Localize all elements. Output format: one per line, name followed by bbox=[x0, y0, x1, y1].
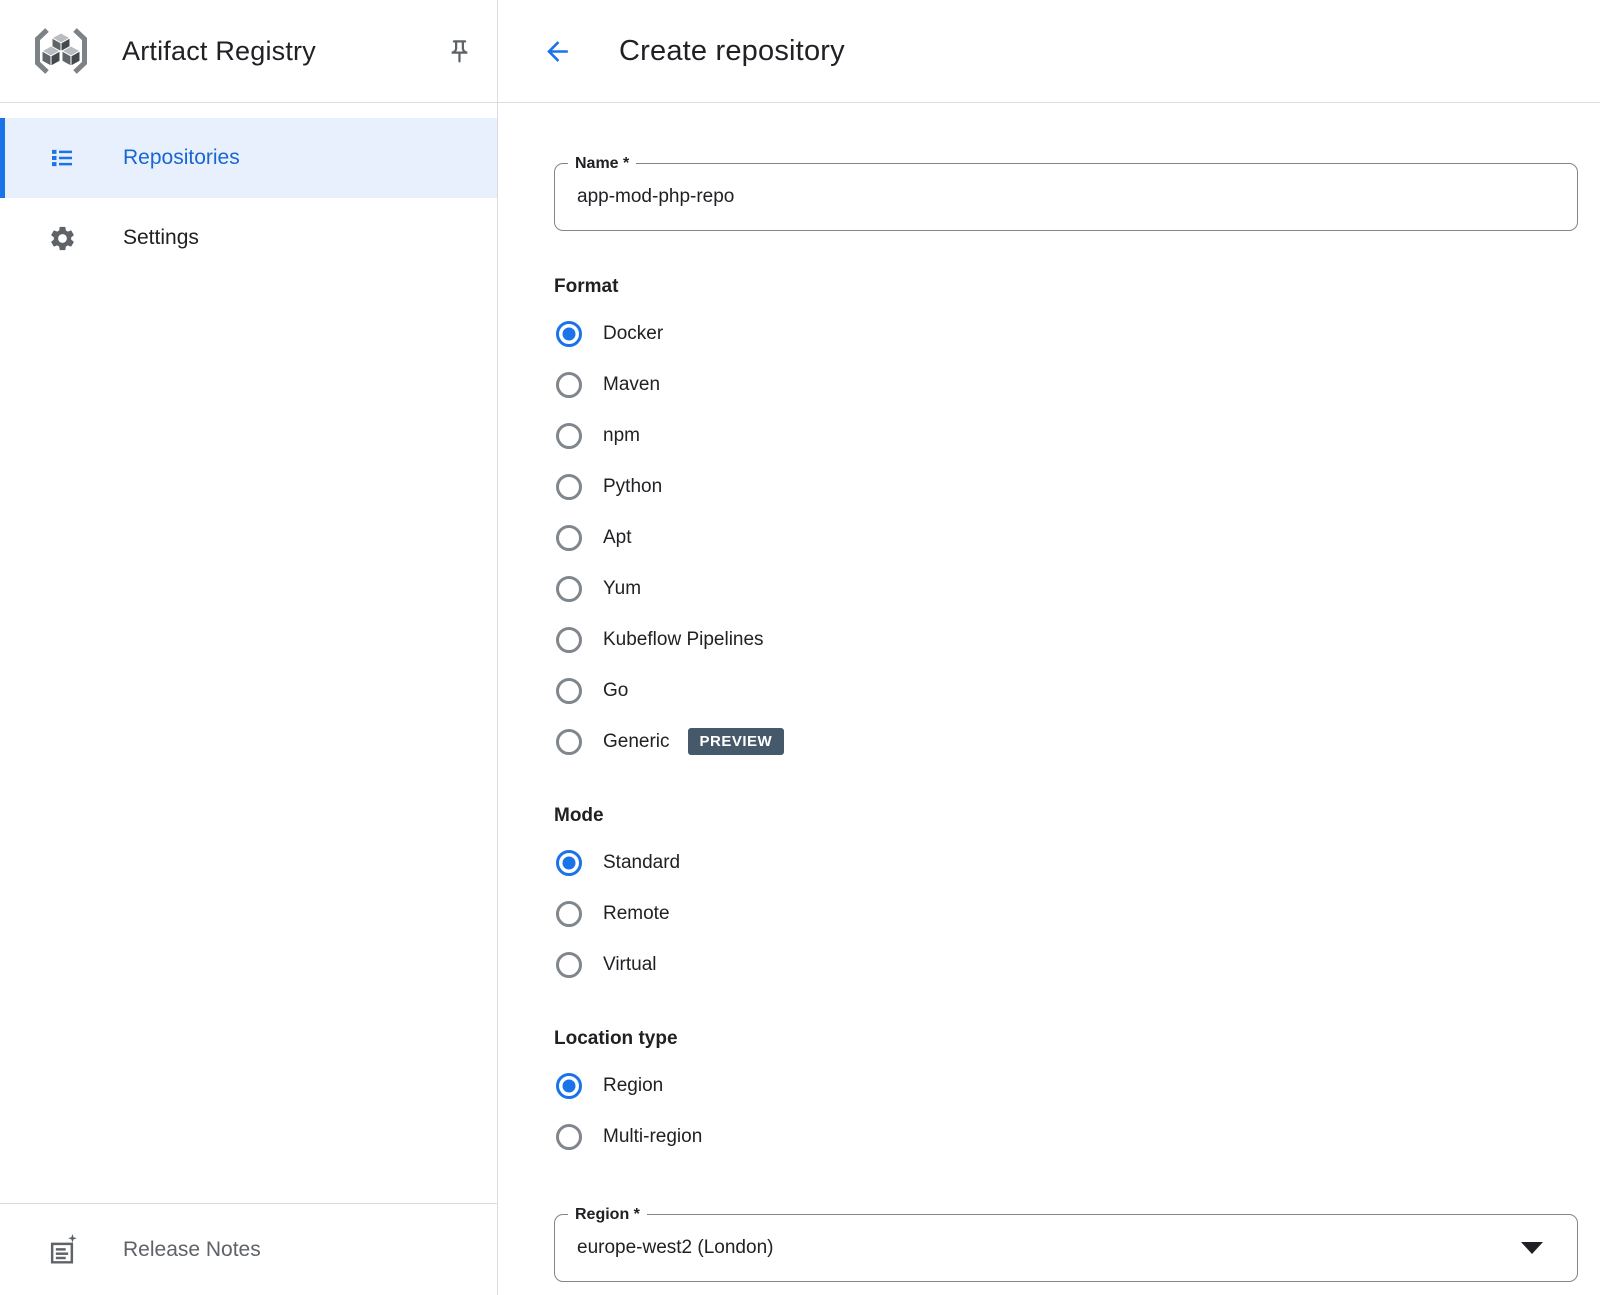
name-field-value: app-mod-php-repo bbox=[577, 186, 735, 207]
sidebar-item-label: Settings bbox=[123, 226, 199, 249]
sidebar-header: Artifact Registry bbox=[0, 0, 497, 103]
sidebar-item-settings[interactable]: Settings bbox=[0, 198, 497, 278]
radio-label: Apt bbox=[603, 526, 632, 548]
sidebar-item-repositories[interactable]: Repositories bbox=[0, 118, 497, 198]
radio-unselected-icon[interactable] bbox=[556, 1123, 582, 1150]
radio-unselected-icon[interactable] bbox=[556, 371, 582, 398]
radio-label: Region bbox=[603, 1074, 664, 1096]
location-type-section-label: Location type bbox=[554, 1028, 678, 1049]
radio-label: Python bbox=[603, 475, 663, 497]
sidebar: Artifact Registry Repositories bbox=[0, 0, 498, 1295]
radio-label: Docker bbox=[603, 322, 664, 344]
radio-selected-icon[interactable] bbox=[556, 849, 582, 876]
sidebar-item-label: Repositories bbox=[123, 146, 240, 169]
region-field-value: europe-west2 (London) bbox=[577, 1237, 774, 1258]
mode-option-standard[interactable]: Standard bbox=[554, 837, 1578, 888]
pin-icon[interactable] bbox=[446, 38, 473, 65]
list-icon bbox=[46, 143, 78, 173]
mode-option-virtual[interactable]: Virtual bbox=[554, 939, 1578, 990]
radio-unselected-icon[interactable] bbox=[556, 575, 582, 602]
radio-label: Yum bbox=[603, 577, 642, 599]
name-field-label: Name * bbox=[568, 153, 637, 174]
format-option-maven[interactable]: Maven bbox=[554, 359, 1578, 410]
radio-unselected-icon[interactable] bbox=[556, 524, 582, 551]
radio-unselected-icon[interactable] bbox=[556, 626, 582, 653]
location-option-region[interactable]: Region bbox=[554, 1060, 1578, 1111]
region-field-label: Region * bbox=[568, 1204, 647, 1225]
region-select[interactable]: Region * europe-west2 (London) bbox=[554, 1204, 1578, 1282]
radio-unselected-icon[interactable] bbox=[556, 677, 582, 704]
radio-selected-icon[interactable] bbox=[556, 1072, 582, 1099]
location-type-section: Location type Region Multi-region bbox=[554, 1028, 1578, 1162]
radio-unselected-icon[interactable] bbox=[556, 951, 582, 978]
radio-unselected-icon[interactable] bbox=[556, 728, 582, 755]
mode-option-remote[interactable]: Remote bbox=[554, 888, 1578, 939]
mode-section: Mode Standard Remote Virtual bbox=[554, 805, 1578, 990]
radio-label: Multi-region bbox=[603, 1125, 703, 1147]
radio-selected-icon[interactable] bbox=[556, 320, 582, 347]
radio-unselected-icon[interactable] bbox=[556, 900, 582, 927]
name-field[interactable]: Name * app-mod-php-repo bbox=[554, 153, 1578, 231]
main-panel: Create repository Name * app-mod-php-rep… bbox=[498, 0, 1600, 1295]
radio-label: Maven bbox=[603, 373, 661, 395]
sidebar-footer: Release Notes bbox=[0, 1203, 497, 1295]
mode-section-label: Mode bbox=[554, 805, 604, 826]
back-arrow-icon[interactable] bbox=[542, 36, 573, 67]
sidebar-nav: Repositories Settings bbox=[0, 103, 497, 278]
format-option-generic[interactable]: Generic PREVIEW bbox=[554, 716, 1578, 767]
radio-unselected-icon[interactable] bbox=[556, 422, 582, 449]
create-repository-form: Name * app-mod-php-repo Format Docker Ma… bbox=[498, 103, 1600, 1282]
radio-label: Virtual bbox=[603, 953, 657, 975]
release-notes-link[interactable]: Release Notes bbox=[0, 1204, 497, 1295]
format-option-kubeflow-pipelines[interactable]: Kubeflow Pipelines bbox=[554, 614, 1578, 665]
page-title: Create repository bbox=[619, 34, 845, 67]
gear-icon bbox=[46, 224, 78, 253]
radio-label: Remote bbox=[603, 902, 670, 924]
page-header: Create repository bbox=[498, 0, 1600, 103]
artifact-registry-logo-icon bbox=[30, 26, 92, 76]
preview-badge: PREVIEW bbox=[687, 728, 785, 755]
location-option-multi-region[interactable]: Multi-region bbox=[554, 1111, 1578, 1162]
radio-label: Generic bbox=[603, 730, 670, 752]
dropdown-arrow-icon[interactable] bbox=[1521, 1242, 1543, 1254]
radio-label: Standard bbox=[603, 851, 681, 873]
radio-unselected-icon[interactable] bbox=[556, 473, 582, 500]
format-option-python[interactable]: Python bbox=[554, 461, 1578, 512]
region-field-wrap: Region * europe-west2 (London) bbox=[554, 1204, 1578, 1282]
radio-label: Kubeflow Pipelines bbox=[603, 628, 764, 650]
radio-label: npm bbox=[603, 424, 640, 446]
format-section-label: Format bbox=[554, 276, 619, 297]
format-option-apt[interactable]: Apt bbox=[554, 512, 1578, 563]
product-title: Artifact Registry bbox=[122, 35, 316, 66]
format-option-npm[interactable]: npm bbox=[554, 410, 1578, 461]
release-notes-icon bbox=[46, 1233, 78, 1266]
release-notes-label: Release Notes bbox=[123, 1237, 261, 1261]
radio-label: Go bbox=[603, 679, 629, 701]
format-section: Format Docker Maven npm Python bbox=[554, 276, 1578, 767]
format-option-go[interactable]: Go bbox=[554, 665, 1578, 716]
format-option-yum[interactable]: Yum bbox=[554, 563, 1578, 614]
format-option-docker[interactable]: Docker bbox=[554, 308, 1578, 359]
